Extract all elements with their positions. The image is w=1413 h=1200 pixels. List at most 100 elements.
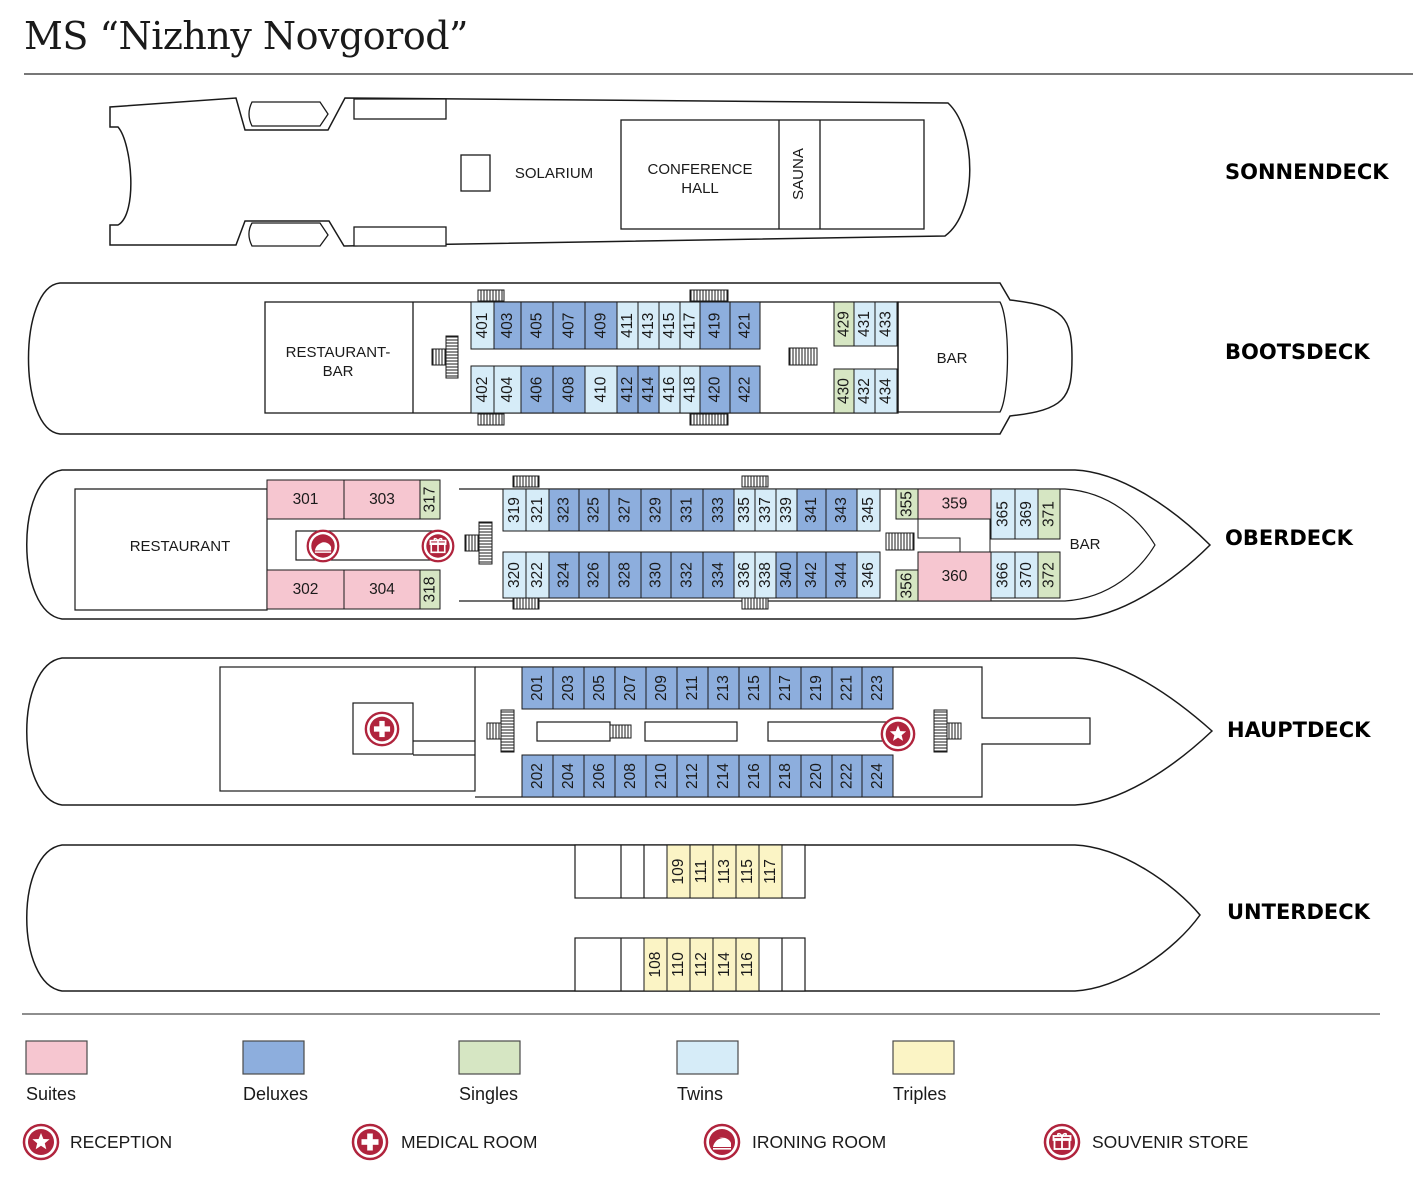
cabin-deluxe-fill xyxy=(552,365,586,414)
cabin-number: 336 xyxy=(736,562,753,588)
cabin-deluxe-fill xyxy=(583,754,616,798)
cabin-402: 402 xyxy=(470,365,495,414)
cabin-112: 112 xyxy=(689,937,714,992)
cabin-number: 411 xyxy=(619,313,636,338)
corridor-block xyxy=(644,721,738,742)
bar-area xyxy=(897,301,1009,413)
corridor-block xyxy=(536,721,611,742)
cabin-deluxe-fill xyxy=(699,365,731,414)
star-icon xyxy=(22,1123,60,1161)
staircase xyxy=(431,348,447,366)
cabin-number: 403 xyxy=(499,313,516,339)
cabin-330: 330 xyxy=(640,551,672,599)
cabin-419: 419 xyxy=(699,301,731,350)
cabin-224: 224 xyxy=(861,754,894,798)
cabin-deluxe-fill xyxy=(645,754,678,798)
cabin-number: 338 xyxy=(757,562,774,588)
cabin-number: 408 xyxy=(561,377,578,403)
cabin-number: 204 xyxy=(560,763,577,789)
cabin-317: 317 xyxy=(419,479,441,520)
cabin-117: 117 xyxy=(758,844,783,899)
cabin-414: 414 xyxy=(637,365,660,414)
cabin-number: 434 xyxy=(878,378,895,404)
cabin-number: 326 xyxy=(586,562,603,588)
cabin-number: 355 xyxy=(899,491,916,517)
cabin-twin-fill xyxy=(990,488,1016,540)
staircase xyxy=(885,532,915,551)
cabin-318: 318 xyxy=(419,569,441,610)
cabin-number: 333 xyxy=(710,497,727,523)
legend-label: Singles xyxy=(459,1084,518,1104)
legend-item-twin: Twins xyxy=(676,1040,739,1104)
cabin-deluxe-fill xyxy=(583,666,616,710)
cabin-number: 342 xyxy=(803,562,820,588)
cabin-number: 116 xyxy=(739,952,756,977)
cabin-number: 318 xyxy=(422,577,439,603)
cabin-number: 110 xyxy=(670,952,687,977)
cabin-201: 201 xyxy=(521,666,554,710)
cabin-deluxe-fill xyxy=(520,365,554,414)
cabin-109: 109 xyxy=(666,844,691,899)
cabin-number: 334 xyxy=(710,562,727,588)
cabin-number: 414 xyxy=(640,376,657,402)
cabin-twin-fill xyxy=(990,551,1016,599)
cabin-number: 332 xyxy=(679,562,696,588)
cabin-214: 214 xyxy=(707,754,740,798)
cabin-number: 343 xyxy=(833,497,850,523)
cabin-deluxe-fill xyxy=(645,666,678,710)
cabin-204: 204 xyxy=(552,754,585,798)
cabin-deluxe-fill xyxy=(800,666,833,710)
cabin-deluxe-fill xyxy=(796,488,827,532)
cabin-418: 418 xyxy=(679,365,701,414)
cabin-deluxe-fill xyxy=(640,488,672,532)
staircase xyxy=(741,475,769,488)
cabin-suite-fill xyxy=(343,479,421,520)
cabin-409: 409 xyxy=(584,301,618,350)
cabin-370: 370 xyxy=(1014,551,1039,599)
staircase xyxy=(609,724,632,739)
cabin-222: 222 xyxy=(831,754,863,798)
cabin-number: 302 xyxy=(293,581,319,598)
cabin-323: 323 xyxy=(548,488,580,532)
deck-name-hauptdeck: HAUPTDECK xyxy=(1227,718,1371,742)
cabin-number: 209 xyxy=(653,675,670,701)
cabin-338: 338 xyxy=(754,551,777,599)
cabin-365: 365 xyxy=(990,488,1016,540)
cabin-410: 410 xyxy=(584,365,618,414)
cabin-416: 416 xyxy=(658,365,681,414)
cabin-number: 401 xyxy=(474,313,491,339)
cabin-212: 212 xyxy=(676,754,709,798)
cabin-deluxe-fill xyxy=(861,754,894,798)
cabin-337: 337 xyxy=(754,488,777,532)
cross-icon xyxy=(351,1123,389,1161)
service-area xyxy=(219,666,476,792)
cabin-deluxe-fill xyxy=(800,754,833,798)
cabin-number: 218 xyxy=(777,763,794,789)
cabin-346: 346 xyxy=(856,551,881,599)
cabin-208: 208 xyxy=(614,754,647,798)
legend-label: Twins xyxy=(677,1084,723,1104)
cabin-number: 359 xyxy=(942,496,968,513)
cabin-number: 317 xyxy=(422,487,439,513)
cabin-345: 345 xyxy=(856,488,881,532)
bar-label: BAR xyxy=(937,350,968,367)
cabin-319: 319 xyxy=(502,488,527,532)
sauna-label: SAUNA xyxy=(790,148,807,200)
deck-name-sonnendeck: SONNENDECK xyxy=(1225,160,1389,184)
cabin-432: 432 xyxy=(853,368,876,414)
cabin-434: 434 xyxy=(874,368,898,414)
oberdeck-inner xyxy=(74,488,1156,611)
cabin-332: 332 xyxy=(670,551,704,599)
cabin-344: 344 xyxy=(825,551,858,599)
cabin-number: 430 xyxy=(836,378,853,404)
cabin-number: 344 xyxy=(833,562,850,588)
cabin-405: 405 xyxy=(520,301,554,350)
cabin-207: 207 xyxy=(614,666,647,710)
staircase xyxy=(486,722,502,740)
cabin-number: 206 xyxy=(591,763,608,789)
